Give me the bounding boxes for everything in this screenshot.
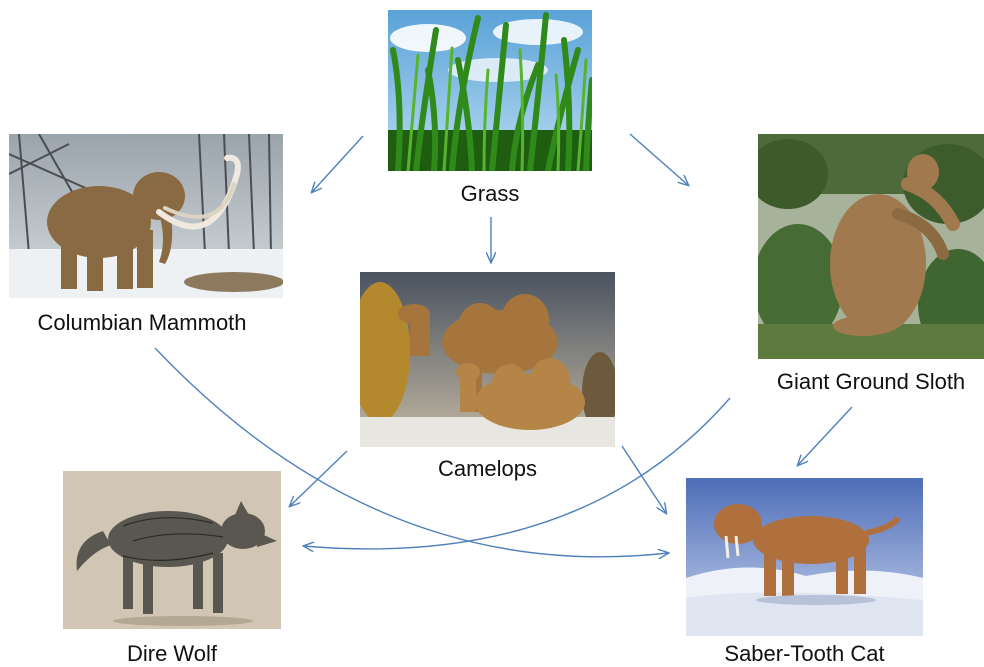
- cat-label: Saber-Tooth Cat: [724, 641, 885, 666]
- arrow-mammoth-to-cat: [154, 347, 668, 557]
- arrow-sloth-to-cat: [798, 406, 853, 465]
- arrow-sloth-to-wolf: [304, 397, 731, 549]
- arrow-grass-to-mammoth: [312, 135, 364, 192]
- camel-image: [360, 272, 615, 447]
- wolf-image: [63, 471, 281, 629]
- grass-image: [388, 10, 592, 171]
- wolf-label: Dire Wolf: [126, 641, 218, 666]
- arrow-camelops-to-cat: [621, 445, 666, 513]
- sloth-image: [758, 134, 984, 359]
- arrow-grass-to-sloth: [629, 133, 688, 185]
- camelops-label: Camelops: [437, 456, 538, 481]
- mammoth-image: [9, 134, 283, 298]
- grass-label: Grass: [460, 181, 520, 206]
- arrow-camelops-to-wolf: [290, 450, 348, 506]
- sloth-label: Giant Ground Sloth: [776, 369, 966, 394]
- mammoth-label: Columbian Mammoth: [37, 310, 247, 335]
- saber-tooth-cat-image: [686, 478, 923, 636]
